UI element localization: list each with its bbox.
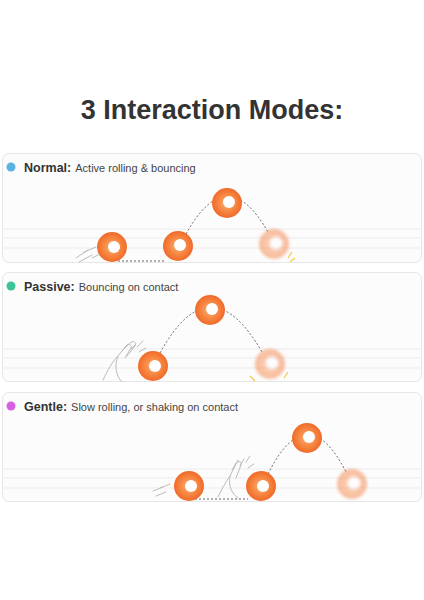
trajectories	[118, 196, 346, 499]
ball-body	[212, 188, 242, 218]
hand	[103, 342, 136, 382]
hand	[218, 459, 244, 498]
floor-line	[3, 358, 421, 359]
hand-sketch	[76, 247, 254, 498]
ball-body	[255, 349, 285, 379]
motion-marks	[246, 456, 254, 468]
motion-marks	[137, 341, 146, 352]
impact-marks	[288, 252, 295, 262]
ball	[195, 295, 225, 325]
ball-body	[163, 231, 193, 261]
floor-line	[3, 368, 421, 369]
ball	[174, 471, 204, 501]
ball-core	[149, 360, 161, 372]
mode-name: Passive:	[24, 280, 75, 294]
ball-body	[246, 471, 276, 501]
motion-marks	[76, 247, 100, 262]
bounce-arc	[268, 434, 346, 474]
panel-header: Normal: Active rolling & bouncing	[24, 159, 413, 176]
ball-core	[348, 477, 360, 489]
mode-name: Gentle:	[24, 400, 67, 414]
bullet-dot	[7, 402, 16, 411]
floor-line	[3, 349, 421, 350]
ball-core	[303, 431, 315, 443]
floor-line	[3, 478, 421, 479]
bullet-dot	[7, 163, 16, 172]
ball-body	[337, 469, 367, 499]
ball-core	[223, 196, 235, 208]
panel-header: Passive: Bouncing on contact	[24, 278, 413, 295]
ball	[246, 471, 276, 501]
impact-marks	[250, 372, 288, 381]
ball-faded	[337, 469, 367, 499]
ball	[163, 231, 193, 261]
ball-body	[292, 423, 322, 453]
mode-panel: Passive: Bouncing on contact	[2, 272, 422, 382]
bounce-arc	[186, 196, 268, 234]
mode-description: Active rolling & bouncing	[75, 162, 195, 174]
floor-line	[3, 229, 421, 230]
ball	[212, 188, 242, 218]
roll-path	[195, 499, 248, 500]
ball-core	[206, 303, 218, 315]
roll-path	[118, 261, 165, 262]
ball-core	[257, 480, 269, 492]
ball-body	[195, 295, 225, 325]
title: 3 Interaction Modes:	[0, 93, 424, 127]
mode-panel: Normal: Active rolling & bouncing	[2, 153, 422, 263]
ball-body	[259, 229, 289, 259]
ball-core	[174, 239, 186, 251]
floor-line	[3, 488, 421, 489]
panel-header: Gentle: Slow rolling, or shaking on conta…	[24, 398, 413, 415]
ball-core	[270, 237, 282, 249]
floor-line	[3, 238, 421, 239]
ball	[97, 232, 127, 262]
floor-line	[3, 469, 421, 470]
ball-core	[108, 241, 120, 253]
ball-core	[266, 357, 278, 369]
ball-body	[174, 471, 204, 501]
ball-faded	[255, 349, 285, 379]
motion-marks	[153, 484, 170, 496]
ball-body	[97, 232, 127, 262]
ball	[138, 351, 168, 381]
floor-line	[3, 248, 421, 249]
ball	[292, 423, 322, 453]
mode-panel: Gentle: Slow rolling, or shaking on conta…	[2, 392, 422, 502]
bounce-arc	[160, 307, 262, 353]
ball-core	[185, 480, 197, 492]
mode-name: Normal:	[24, 161, 71, 175]
mode-description: Bouncing on contact	[79, 281, 179, 293]
floor-lines	[3, 229, 421, 488]
ball-body	[138, 351, 168, 381]
ball-faded	[259, 229, 289, 259]
mode-description: Slow rolling, or shaking on contact	[71, 401, 238, 413]
bullet-dot	[7, 282, 16, 291]
